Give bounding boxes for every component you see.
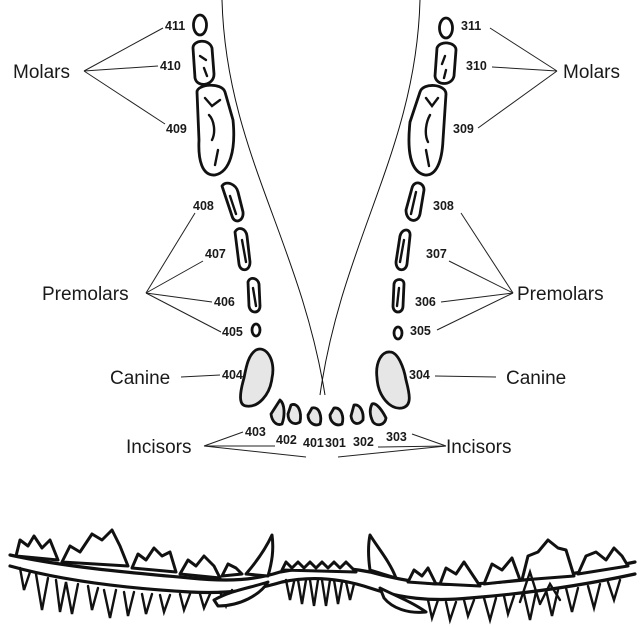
- num-301: 301: [325, 436, 346, 450]
- lower-canine-right: [380, 588, 426, 612]
- num-308: 308: [433, 199, 454, 213]
- tooth-401: [308, 408, 321, 425]
- upper-canine-left: [246, 535, 273, 576]
- tooth-403: [271, 400, 284, 425]
- label-incisors-right: Incisors: [446, 437, 511, 458]
- num-408: 408: [193, 199, 214, 213]
- num-307: 307: [426, 247, 447, 261]
- num-311: 311: [461, 19, 481, 33]
- num-411: 411: [165, 19, 185, 33]
- teeth-400-series: [193, 15, 321, 425]
- tooth-310: [435, 43, 456, 84]
- upper-molar-left: [16, 536, 58, 560]
- upper-premolar-right-2: [440, 562, 480, 586]
- group-labels: Molars Molars Premolars Premolars Canine…: [13, 62, 620, 458]
- num-403: 403: [245, 425, 266, 439]
- num-405: 405: [222, 325, 243, 339]
- tooth-304: [377, 352, 410, 408]
- tooth-305: [394, 327, 402, 339]
- tooth-410: [193, 41, 214, 84]
- num-406: 406: [214, 295, 235, 309]
- tooth-303: [370, 404, 386, 425]
- num-305: 305: [410, 324, 431, 338]
- num-409: 409: [166, 122, 187, 136]
- lower-incisor-roots: [286, 580, 354, 606]
- tooth-302: [351, 405, 363, 424]
- num-402: 402: [276, 433, 297, 447]
- teeth-300-series: [330, 18, 456, 425]
- upper-premolar-left-3: [222, 564, 242, 576]
- tooth-411: [194, 15, 207, 35]
- upper-premolar-right: [408, 568, 436, 584]
- num-410: 410: [160, 59, 181, 73]
- upper-molar-right-2: [578, 548, 628, 574]
- label-molars-right: Molars: [563, 62, 620, 83]
- num-401: 401: [303, 436, 324, 450]
- tooth-311: [440, 18, 453, 38]
- num-309: 309: [453, 122, 474, 136]
- upper-canine-right: [369, 535, 397, 578]
- label-incisors-left: Incisors: [126, 437, 191, 458]
- right-jaw-line: [320, 0, 420, 395]
- label-canine-right: Canine: [506, 368, 566, 389]
- label-canine-left: Canine: [110, 368, 170, 389]
- num-306: 306: [415, 295, 436, 309]
- label-molars-left: Molars: [13, 62, 70, 83]
- upper-premolar-left: [132, 548, 176, 572]
- num-404: 404: [222, 368, 243, 382]
- lateral-teeth-view: [10, 530, 635, 620]
- num-304: 304: [409, 368, 430, 382]
- upper-premolar-left-2: [180, 556, 220, 578]
- upper-molar-left-2: [62, 530, 128, 566]
- upper-incisors: [282, 562, 356, 572]
- tooth-405: [252, 324, 260, 336]
- tooth-402: [288, 404, 301, 423]
- tooth-301: [330, 408, 343, 425]
- label-premolars-right: Premolars: [517, 284, 604, 305]
- tooth-404: [241, 349, 273, 406]
- num-303: 303: [386, 430, 407, 444]
- upper-premolar-right-3: [484, 558, 520, 584]
- num-310: 310: [466, 59, 487, 73]
- label-premolars-left: Premolars: [42, 284, 129, 305]
- num-407: 407: [205, 247, 226, 261]
- num-302: 302: [353, 435, 374, 449]
